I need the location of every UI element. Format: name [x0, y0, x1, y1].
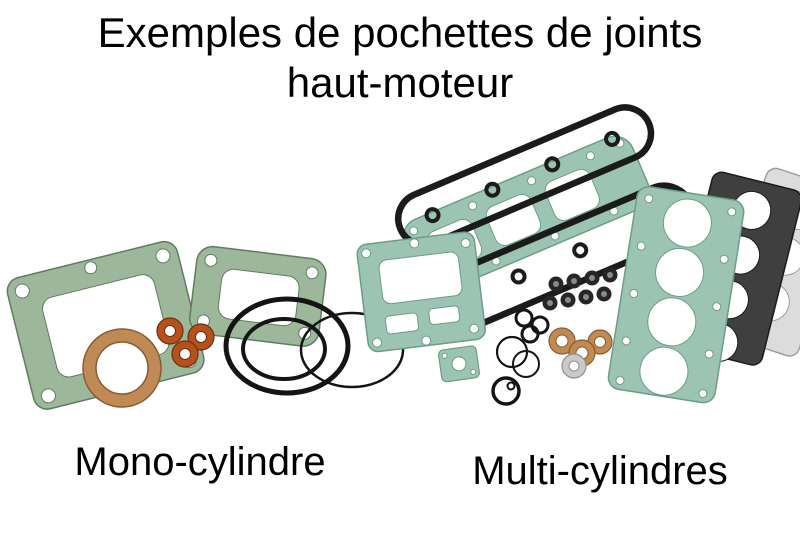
title-line-1: Exemples de pochettes de joints: [97, 9, 703, 56]
small-black-rings-image: [514, 308, 550, 344]
multi-cover-gasket-image: [356, 231, 486, 353]
mono-cylinder-set: [6, 240, 405, 410]
multi-cylinder-set: [356, 104, 800, 406]
page-title: Exemples de pochettes de joints haut-mot…: [0, 8, 800, 107]
title-line-2: haut-moteur: [286, 58, 514, 106]
small-teal-gasket-image: [437, 345, 480, 383]
valve-cover-gasket-upper-image: [395, 104, 655, 248]
o-rings-image: [223, 296, 405, 396]
multi-copper-washers-image: [548, 327, 613, 379]
small-o-rings-image: [495, 335, 540, 378]
multi-head-gasket-image: [607, 185, 745, 404]
copper-sealing-ring-image: [82, 328, 162, 408]
mono-cylinder-label: Mono-cylindre: [74, 440, 326, 484]
multi-cylinder-label: Multi-cylindres: [472, 449, 728, 493]
black-ring-with-dot-image: [491, 376, 521, 406]
valve-stem-seals-image: [542, 267, 618, 311]
copper-washers-image: [156, 317, 215, 368]
